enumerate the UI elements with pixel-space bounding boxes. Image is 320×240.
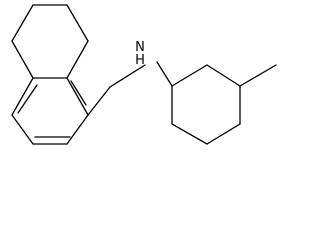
methylcyclohexyl-group bbox=[156, 61, 277, 145]
bond bbox=[206, 64, 241, 87]
bond-aryl-to-nitrogen bbox=[109, 64, 146, 88]
bond bbox=[66, 40, 89, 79]
bond bbox=[11, 4, 34, 42]
bond-nitrogen-to-ring bbox=[156, 61, 173, 87]
aromatic-ring bbox=[11, 77, 89, 145]
bond bbox=[66, 77, 89, 116]
bond bbox=[66, 114, 89, 145]
double-bond-inner bbox=[70, 80, 87, 106]
methyl-bond bbox=[239, 64, 277, 87]
saturated-ring bbox=[11, 4, 89, 79]
tetrahydronaphthalene-group bbox=[11, 4, 146, 145]
double-bond-inner bbox=[17, 84, 38, 114]
bond bbox=[11, 114, 34, 145]
n-label: N bbox=[135, 40, 145, 55]
bond bbox=[171, 64, 208, 87]
bond-aryl-to-nitrogen bbox=[87, 86, 111, 116]
nitrogen-atom: N H bbox=[135, 40, 145, 68]
bond bbox=[206, 123, 241, 145]
bond bbox=[11, 77, 34, 116]
molecule-structure-diagram: N H bbox=[11, 4, 277, 145]
h-label: H bbox=[135, 53, 145, 68]
bond bbox=[66, 4, 89, 42]
structure-canvas: N H bbox=[11, 4, 277, 145]
bond bbox=[11, 40, 34, 79]
bond bbox=[171, 123, 208, 145]
